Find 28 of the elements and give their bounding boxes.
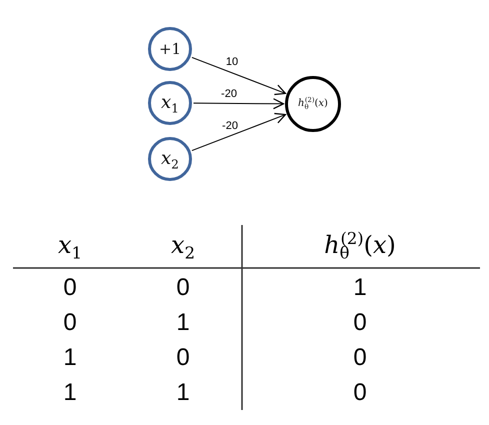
table-value: 0 xyxy=(353,310,367,336)
table-value: 1 xyxy=(63,344,77,372)
arrow xyxy=(191,112,286,152)
table-value: 0 xyxy=(176,274,190,302)
arrow xyxy=(193,98,284,110)
neuron-label: h$_{θ}$$^{(2)}$(x) xyxy=(298,99,328,109)
neuron-label: x$_{2}$ xyxy=(161,150,179,168)
input-neuron xyxy=(148,137,192,181)
table-value: 0 xyxy=(353,344,367,372)
edge-label: 10 xyxy=(224,56,240,68)
input-neuron xyxy=(148,81,192,125)
table-value: 1 xyxy=(176,380,190,406)
table-value: 0 xyxy=(63,274,77,302)
arrow xyxy=(191,56,286,96)
input-neuron xyxy=(148,27,192,71)
column-header: h$_{θ}$$^{(2)}$(x) xyxy=(324,232,396,258)
table-value: 0 xyxy=(63,310,77,336)
neuron-label: +1 xyxy=(158,42,182,56)
column-header: x$_{2}$ xyxy=(171,232,195,258)
neuron-label: x$_{1}$ xyxy=(161,94,179,112)
edge-label: -20 xyxy=(220,88,238,100)
edge-label: -20 xyxy=(221,120,239,132)
column-header: x$_{1}$ xyxy=(58,232,82,258)
table-value: 0 xyxy=(353,380,367,406)
table-value: 1 xyxy=(353,274,367,302)
table-value: 1 xyxy=(63,380,77,406)
table-value: 0 xyxy=(176,344,190,372)
table-value: 1 xyxy=(176,310,190,336)
